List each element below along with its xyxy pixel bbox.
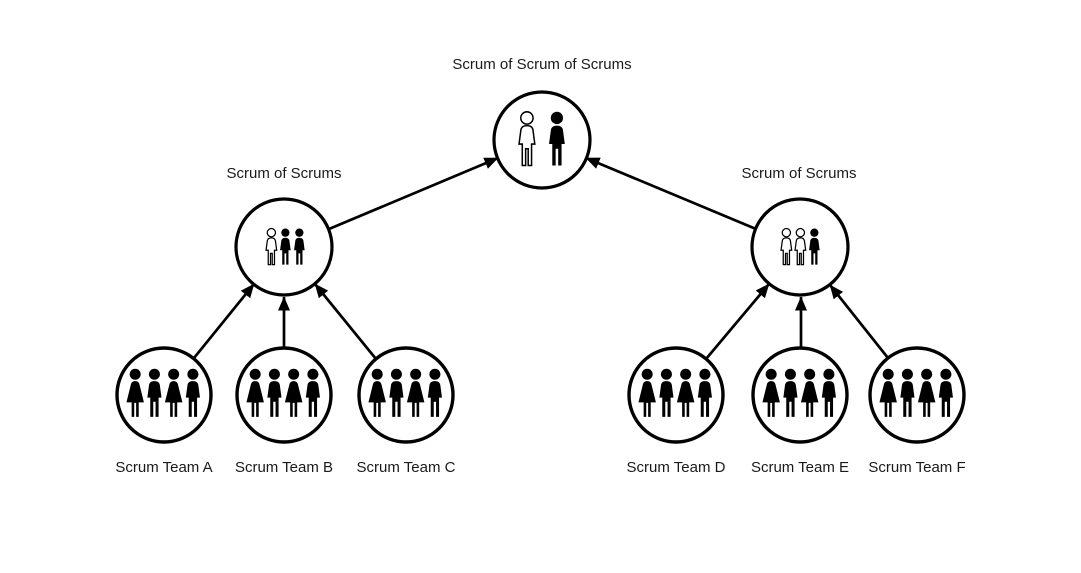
team-d-node xyxy=(627,346,725,444)
arrow-team-c-to-left-group xyxy=(313,283,378,360)
team-e-node xyxy=(751,346,849,444)
arrow-team-f-to-right-group xyxy=(828,284,890,359)
root-node-circle xyxy=(492,90,592,190)
team-b-circle xyxy=(235,346,333,444)
team-b-label: Scrum Team B xyxy=(234,459,334,476)
left-group-node xyxy=(234,197,334,297)
team-b-node xyxy=(235,346,333,444)
team-f-label: Scrum Team F xyxy=(868,459,966,476)
team-d-circle xyxy=(627,346,725,444)
team-e-label: Scrum Team E xyxy=(750,459,850,476)
team-a-circle xyxy=(115,346,213,444)
team-c-circle xyxy=(357,346,455,444)
team-f-circle xyxy=(868,346,966,444)
arrow-team-d-to-right-group xyxy=(704,283,771,360)
left-group-label: Scrum of Scrums xyxy=(226,165,342,182)
arrow-layer xyxy=(192,156,890,360)
team-d-label: Scrum Team D xyxy=(626,459,726,476)
team-a-node xyxy=(115,346,213,444)
root-label: Scrum of Scrum of Scrums xyxy=(452,56,632,73)
root-node xyxy=(492,90,592,190)
arrow-team-a-to-left-group xyxy=(192,283,256,359)
team-c-label: Scrum Team C xyxy=(356,459,456,476)
arrow-left-group-to-root xyxy=(328,156,499,231)
team-a-label: Scrum Team A xyxy=(115,459,213,476)
right-group-label: Scrum of Scrums xyxy=(741,165,857,182)
team-c-node xyxy=(357,346,455,444)
team-e-circle xyxy=(751,346,849,444)
team-f-node xyxy=(868,346,966,444)
right-group-node xyxy=(750,197,850,297)
arrow-right-group-to-root xyxy=(585,156,757,231)
